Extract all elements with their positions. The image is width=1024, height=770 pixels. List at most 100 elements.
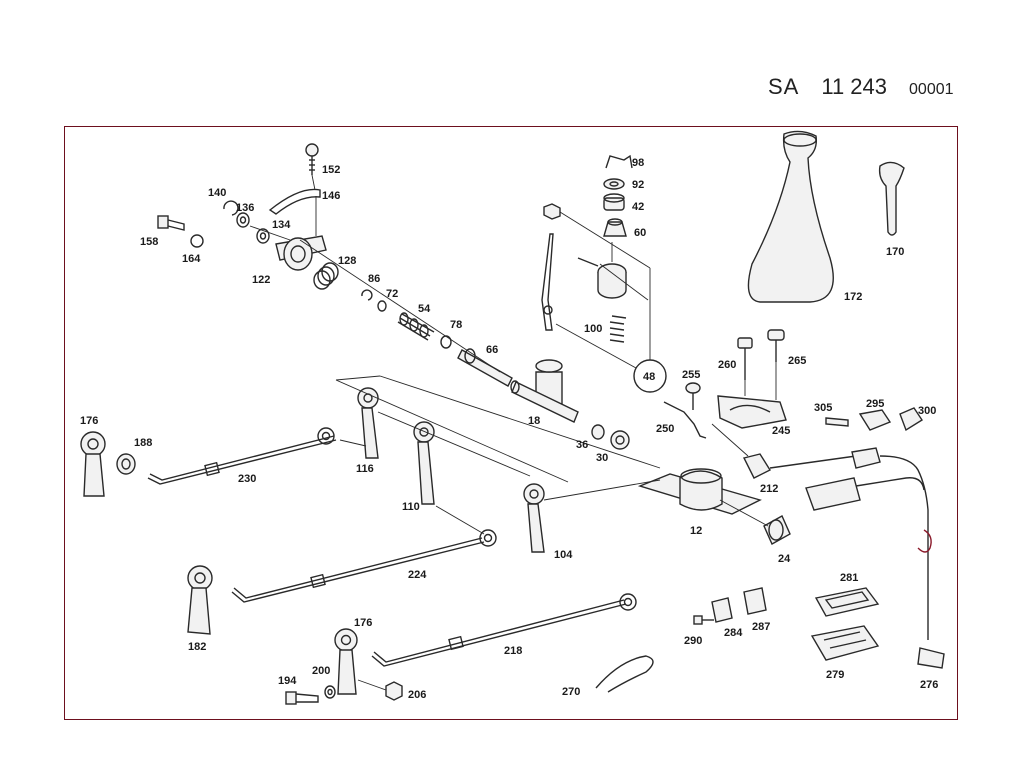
part-200-washer[interactable] — [324, 685, 336, 699]
label-260: 260 — [718, 359, 736, 371]
part-176-lever[interactable] — [80, 431, 106, 497]
part-92-washer[interactable] — [603, 178, 625, 190]
label-164: 164 — [182, 253, 201, 265]
part-134-washer[interactable] — [256, 228, 270, 244]
part-18-selector-housing[interactable] — [510, 359, 579, 423]
part-300-cap[interactable] — [899, 407, 923, 432]
label-140: 140 — [208, 187, 226, 199]
part-spring-cup[interactable] — [597, 263, 627, 299]
part-30-washer[interactable] — [610, 430, 630, 450]
part-290-screw[interactable] — [693, 615, 714, 625]
label-78: 78 — [450, 319, 462, 331]
label-281: 281 — [840, 572, 858, 584]
part-shift-lever-rod[interactable] — [541, 233, 554, 331]
part-122-bearing-bracket[interactable] — [275, 235, 327, 271]
label-18: 18 — [528, 415, 540, 427]
diagram-frame — [64, 126, 958, 720]
label-224: 224 — [408, 569, 427, 581]
part-250-bracket[interactable] — [663, 401, 707, 439]
part-labels: 98 92 42 60 152 146 140 136 134 158 164 … — [80, 157, 938, 701]
part-194-bolt[interactable] — [285, 691, 319, 705]
part-218-shift-rod[interactable] — [371, 593, 637, 667]
part-279-switch-plate[interactable] — [810, 625, 880, 661]
label-287: 287 — [752, 621, 770, 633]
part-78-washer[interactable] — [440, 335, 452, 349]
part-170-shift-knob[interactable] — [878, 161, 905, 236]
part-176-lever-lower[interactable] — [334, 628, 358, 695]
part-136-washer[interactable] — [236, 212, 250, 228]
label-279: 279 — [826, 669, 844, 681]
label-152: 152 — [322, 164, 340, 176]
label-255: 255 — [682, 369, 700, 381]
part-36-ring[interactable] — [591, 424, 605, 440]
part-54-spring[interactable] — [397, 312, 435, 341]
header-group-code: 11 243 — [821, 74, 888, 99]
label-92: 92 — [632, 179, 644, 191]
part-60-bush[interactable] — [603, 218, 627, 237]
part-265-screw[interactable] — [767, 329, 785, 362]
part-188-bush[interactable] — [116, 453, 136, 475]
part-86-ring[interactable] — [361, 289, 373, 301]
label-134: 134 — [272, 219, 291, 231]
part-284-clip[interactable] — [711, 597, 733, 623]
header-sequence: 00001 — [909, 81, 954, 98]
label-200: 200 — [312, 665, 330, 677]
label-194: 194 — [278, 675, 297, 687]
part-72-ring[interactable] — [377, 300, 387, 312]
part-pin-small[interactable] — [577, 257, 599, 267]
part-305-screw[interactable] — [825, 417, 849, 427]
part-110-lever[interactable] — [413, 421, 435, 505]
part-255-screw[interactable] — [685, 382, 701, 410]
part-98-spring-clip[interactable] — [605, 154, 633, 169]
part-182-lever[interactable] — [187, 565, 213, 635]
part-104-lever[interactable] — [523, 483, 545, 553]
part-245-guide-bracket[interactable] — [717, 395, 787, 429]
part-100-spring[interactable] — [609, 315, 627, 343]
part-212-switch[interactable] — [742, 453, 772, 479]
label-206: 206 — [408, 689, 426, 701]
part-276-wiring-harness[interactable] — [769, 447, 945, 669]
label-172: 172 — [844, 291, 862, 303]
label-122: 122 — [252, 274, 270, 286]
part-287-clip[interactable] — [743, 587, 767, 615]
label-42: 42 — [632, 201, 644, 213]
part-206-nut[interactable] — [385, 681, 403, 701]
label-290: 290 — [684, 635, 702, 647]
label-276: 276 — [920, 679, 938, 691]
label-295: 295 — [866, 398, 884, 410]
label-170: 170 — [886, 246, 904, 258]
part-24-bush[interactable] — [763, 515, 791, 545]
part-295-plug[interactable] — [858, 409, 892, 431]
part-270-cable-tie[interactable] — [595, 655, 654, 693]
part-164-bush[interactable] — [190, 234, 204, 248]
part-260-bolt[interactable] — [737, 337, 753, 380]
label-176-lower: 176 — [354, 617, 372, 629]
part-116-lever[interactable] — [357, 387, 379, 459]
label-66: 66 — [486, 344, 498, 356]
label-100: 100 — [584, 323, 602, 335]
part-281-cover[interactable] — [814, 587, 880, 617]
label-265: 265 — [788, 355, 806, 367]
part-172-shift-boot[interactable] — [747, 130, 834, 303]
part-230-shift-rod[interactable] — [147, 427, 337, 485]
label-48: 48 — [643, 371, 655, 383]
part-224-shift-rod[interactable] — [231, 529, 497, 603]
part-146-spring-clip[interactable] — [268, 188, 321, 215]
label-12: 12 — [690, 525, 702, 537]
part-hex-nut[interactable] — [543, 203, 561, 220]
part-152-bolt[interactable] — [305, 143, 319, 175]
part-158-bolt[interactable] — [157, 215, 185, 231]
label-36: 36 — [576, 439, 588, 451]
part-42-bush[interactable] — [603, 193, 625, 211]
label-176-upper: 176 — [80, 415, 98, 427]
label-24: 24 — [778, 553, 791, 565]
label-136: 136 — [236, 202, 254, 214]
label-182: 182 — [188, 641, 206, 653]
part-66-shaft[interactable] — [457, 348, 513, 387]
part-12-gate-plate[interactable] — [637, 468, 762, 515]
part-128-spring[interactable] — [313, 262, 339, 290]
label-98: 98 — [632, 157, 644, 169]
part-140-circlip[interactable] — [223, 200, 239, 216]
label-128: 128 — [338, 255, 356, 267]
